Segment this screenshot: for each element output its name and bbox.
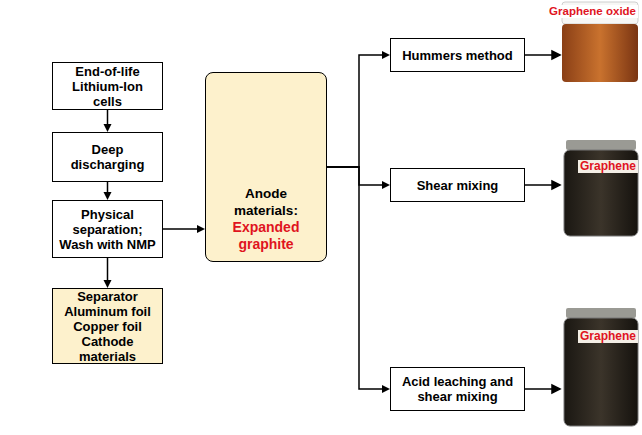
flow-arrow [104,182,112,200]
flow-arrow [104,110,112,132]
photo-label: Graphene oxide [547,5,638,18]
method-box: Shear mixing [390,168,525,202]
box-text: Deep discharging [59,142,156,172]
process-box: End-of-life Lithium-Ion cells [52,62,163,110]
method-box: Hummers method [390,38,525,72]
box-text: Anode materials: [212,185,320,219]
process-box: Physical separation; Wash with NMP [52,200,163,258]
box-text: Separator Aluminum foil Copper foil Cath… [59,289,156,364]
flow-arrow [327,167,390,393]
box-text: Shear mixing [417,178,499,193]
box-text: Acid leaching and shear mixing [397,374,518,404]
highlight-text: Expanded graphite [212,219,320,253]
output-box: Separator Aluminum foil Copper foil Cath… [52,288,163,364]
process-box: Deep discharging [52,132,163,182]
photo-label: Graphene [578,330,638,343]
flow-arrow [163,225,205,233]
method-box: Acid leaching and shear mixing [390,367,525,411]
box-text: Hummers method [402,48,513,63]
material-box: Anode materials:Expanded graphite [205,72,327,262]
box-text: Physical separation; Wash with NMP [59,207,156,252]
photo-label: Graphene [578,160,638,173]
box-text: End-of-life Lithium-Ion cells [59,64,156,109]
flow-arrow [327,51,390,167]
flow-arrow [104,258,112,288]
